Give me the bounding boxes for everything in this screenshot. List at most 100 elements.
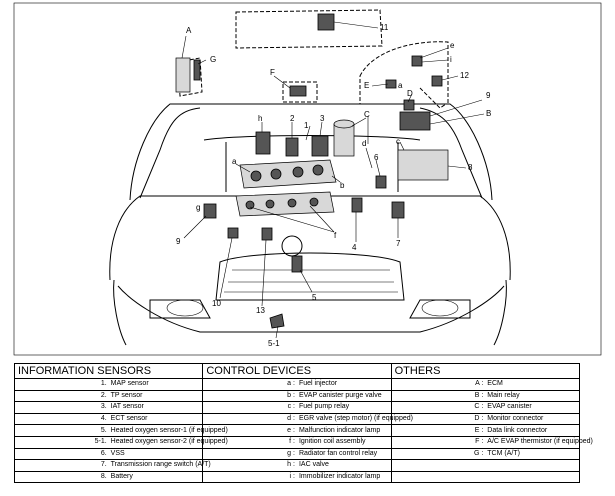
control-label: EVAP canister purge valve [296,389,392,403]
label-7: 7 [396,239,401,248]
control-label: EGR valve (step motor) (if equipped) [296,412,413,426]
sensor-code: 3. [13,401,109,414]
empty-cell [485,470,581,484]
label-a: a [232,157,237,166]
label-8: 8 [468,163,473,172]
other-code: A : [390,378,486,391]
label-E: E [364,81,369,90]
heated-oxygen-sensor-1-part [291,255,303,273]
label-b: b [340,181,345,190]
label-g: g [196,203,200,212]
sensor-label: Heated oxygen sensor-1 (if equipped) [108,424,228,437]
sensor-code: 8. [13,470,109,484]
control-label: Malfunction indicator lamp [296,424,392,437]
callout-labels: A G 11 e i 12 F E a D 9 B h 2 3 1 C c d … [176,23,491,348]
label-10: 10 [212,299,221,308]
legend-row: 5-1.Heated oxygen sensor-2 (if equipped)… [13,435,593,449]
control-code: i : [202,470,297,484]
label-e: e [450,41,455,50]
other-label: Main relay [485,389,581,403]
control-label: IAC valve [296,459,392,472]
control-label: Fuel pump relay [296,401,392,414]
control-code: a : [202,378,297,391]
diagram-frame [13,2,602,356]
radiator-fan-relay-part [203,203,217,219]
label-13: 13 [256,306,265,315]
legend-row: 5.Heated oxygen sensor-1 (if equipped)e … [13,424,581,437]
sensor-label: VSS [108,447,204,461]
legend-row: 7.Transmission range switch (A/T)h :IAC … [13,459,581,472]
label-c: c [396,137,400,146]
monitor-connector-part [403,99,415,111]
meter-cluster-outline [359,41,449,105]
other-code: C : [390,401,486,414]
ect-sensor-part [351,197,363,213]
leader-lines [181,21,485,339]
empty-cell [485,459,581,472]
label-d: d [362,139,366,148]
connector-10-part [227,227,239,239]
control-label: Ignition coil assembly [296,435,392,449]
evap-canister-part [333,123,355,157]
label-6: 6 [374,153,379,162]
label-B: B [486,109,491,118]
other-code: B : [390,389,486,403]
label-5: 5 [312,293,317,302]
other-code: E : [390,424,486,437]
sensor-label: Battery [108,470,204,484]
sensor-label: ECT sensor [108,412,204,426]
engine-compartment-diagram: A G 11 e i 12 F E a D 9 B h 2 3 1 C c d … [13,2,602,356]
label-F: F [270,68,275,77]
label-i: i [450,55,452,64]
immobilizer-lamp-part [431,75,443,87]
iat-sensor-part [311,135,329,157]
sensor-code: 2. [13,389,109,403]
legend-header-sensors: INFORMATION SENSORS [13,363,204,379]
control-code: h : [202,459,297,472]
instrument-panel-outline [235,9,383,49]
heated-oxygen-sensor-2-part [269,313,285,329]
empty-cell [390,459,486,472]
malfunction-indicator-part [411,55,423,67]
legend-table: INFORMATION SENSORS CONTROL DEVICES OTHE… [13,363,593,484]
label-9-left: 9 [176,237,181,246]
sensor-label: Transmission range switch (A/T) [108,459,211,472]
label-3: 3 [320,114,325,123]
other-code: F : [390,435,486,449]
sensor-code: 5. [13,424,109,437]
label-h: h [258,114,262,123]
ac-evap-thermistor-part [289,85,307,97]
label-A: A [186,26,192,35]
empty-cell [390,470,486,484]
battery-part [397,149,449,181]
legend-header-others: OTHERS [390,363,581,379]
control-code: g : [202,447,297,461]
sensor-code: 7. [13,459,109,472]
sensor-label: Heated oxygen sensor-2 (if equipped) [108,435,228,449]
other-label: TCM (A/T) [485,447,581,461]
tp-sensor-part [285,137,299,157]
label-C: C [364,110,370,119]
main-relay-part [399,111,431,131]
sensor-code: 1. [13,378,109,391]
control-label: Immobilizer indicator lamp [296,470,392,484]
label-1: 1 [304,121,309,130]
label-2: 2 [290,114,295,123]
other-label: Data link connector [485,424,581,437]
control-code: d : [202,412,297,426]
control-code: b : [202,389,297,403]
sensor-code: 4. [13,412,109,426]
other-label: ECM [485,378,581,391]
sensor-label: TP sensor [108,389,204,403]
label-a-top: a [398,81,403,90]
control-code: c : [202,401,297,414]
ecm-part [175,57,191,93]
other-label: Monitor connector [485,412,581,426]
car-body [109,103,511,346]
